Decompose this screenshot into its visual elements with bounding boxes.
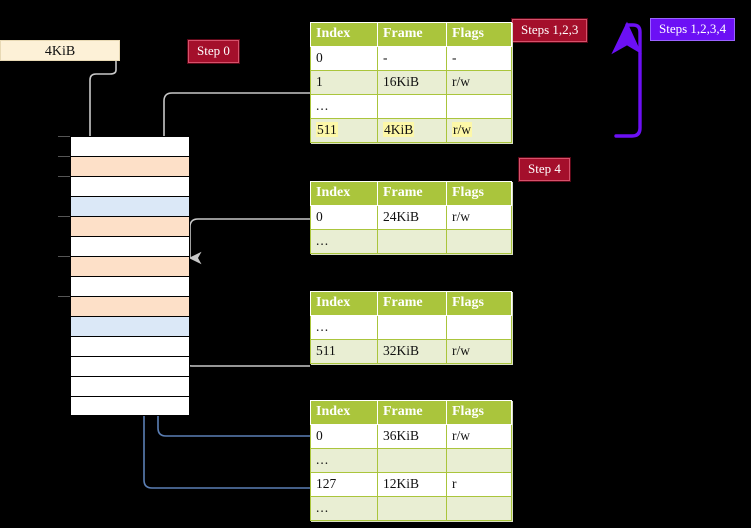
table-row[interactable]: ... (310, 496, 512, 521)
column-header-frame: Frame (377, 291, 447, 316)
memory-tick-8 (58, 296, 70, 297)
memory-tick-6 (58, 256, 70, 257)
physical-memory-column (58, 136, 190, 416)
memory-frame-1 (70, 156, 190, 176)
allocation-request-box: 4KiB (0, 40, 120, 61)
table-row[interactable]: ... (310, 94, 512, 119)
cell-frame (377, 315, 447, 340)
memory-frame-4 (70, 216, 190, 236)
cell-index: 1 (310, 70, 378, 95)
memory-tick-2 (58, 176, 70, 177)
column-header-flags: Flags (446, 400, 512, 425)
cell-flags: r/w (446, 205, 512, 230)
memory-frame-12 (70, 376, 190, 396)
table-row[interactable]: ... (310, 448, 512, 473)
badge-steps-1234: Steps 1,2,3,4 (650, 18, 736, 41)
cell-frame: 16KiB (377, 70, 447, 95)
cell-index: ... (310, 229, 378, 254)
cell-index: 511 (310, 118, 378, 143)
memory-frame-2 (70, 176, 190, 196)
cell-frame: 36KiB (377, 424, 447, 449)
memory-frame-11 (70, 356, 190, 376)
table-header-row: Index Frame Flags (310, 291, 512, 316)
cell-flags (446, 448, 512, 473)
table-row[interactable]: 0-- (310, 46, 512, 71)
cell-frame: 12KiB (377, 472, 447, 497)
table-header-row: Index Frame Flags (310, 22, 512, 47)
cell-flags: r/w (446, 70, 512, 95)
memory-frame-0 (70, 136, 190, 156)
cell-frame: 24KiB (377, 205, 447, 230)
column-header-flags: Flags (446, 291, 512, 316)
cell-frame: 4KiB (377, 118, 447, 143)
cell-frame: - (377, 46, 447, 71)
column-header-frame: Frame (377, 22, 447, 47)
cell-flags (446, 229, 512, 254)
column-header-index: Index (310, 181, 378, 206)
memory-frame-3 (70, 196, 190, 216)
column-header-flags: Flags (446, 22, 512, 47)
cell-index: 127 (310, 472, 378, 497)
memory-frame-7 (70, 276, 190, 296)
cell-flags: - (446, 46, 512, 71)
cell-flags: r/w (446, 118, 512, 143)
column-header-index: Index (310, 400, 378, 425)
cell-frame: 32KiB (377, 339, 447, 364)
connector-level2-to-memory (172, 311, 310, 367)
cell-index: ... (310, 496, 378, 521)
memory-frame-5 (70, 236, 190, 256)
column-header-flags: Flags (446, 181, 512, 206)
cell-frame (377, 496, 447, 521)
cell-flags (446, 315, 512, 340)
column-header-index: Index (310, 291, 378, 316)
cell-flags: r/w (446, 339, 512, 364)
memory-frame-6 (70, 256, 190, 276)
memory-tick-0 (58, 136, 70, 137)
table-header-row: Index Frame Flags (310, 181, 512, 206)
table-header-row: Index Frame Flags (310, 400, 512, 425)
column-header-frame: Frame (377, 400, 447, 425)
cell-index: ... (310, 315, 378, 340)
cell-frame (377, 229, 447, 254)
column-header-index: Index (310, 22, 378, 47)
cell-frame (377, 448, 447, 473)
badge-step-0: Step 0 (188, 40, 239, 63)
cell-index: ... (310, 94, 378, 119)
cell-index: 511 (310, 339, 378, 364)
cell-index: ... (310, 448, 378, 473)
memory-frame-13 (70, 396, 190, 416)
cell-flags: r/w (446, 424, 512, 449)
cell-index: 0 (310, 424, 378, 449)
badge-steps-123: Steps 1,2,3 (512, 19, 588, 42)
cell-index: 0 (310, 46, 378, 71)
memory-frame-10 (70, 336, 190, 356)
cell-index: 0 (310, 205, 378, 230)
connector-steps-loop (611, 21, 642, 138)
table-row[interactable]: ... (310, 229, 512, 254)
memory-frame-9 (70, 316, 190, 336)
cell-frame (377, 94, 447, 119)
memory-tick-4 (58, 216, 70, 217)
cell-flags (446, 496, 512, 521)
memory-frame-8 (70, 296, 190, 316)
connector-level1-to-memory (188, 218, 310, 265)
badge-step-4: Step 4 (519, 158, 570, 181)
column-header-frame: Frame (377, 181, 447, 206)
table-row[interactable]: ... (310, 315, 512, 340)
memory-tick-1 (58, 156, 70, 157)
cell-flags (446, 94, 512, 119)
cell-flags: r (446, 472, 512, 497)
